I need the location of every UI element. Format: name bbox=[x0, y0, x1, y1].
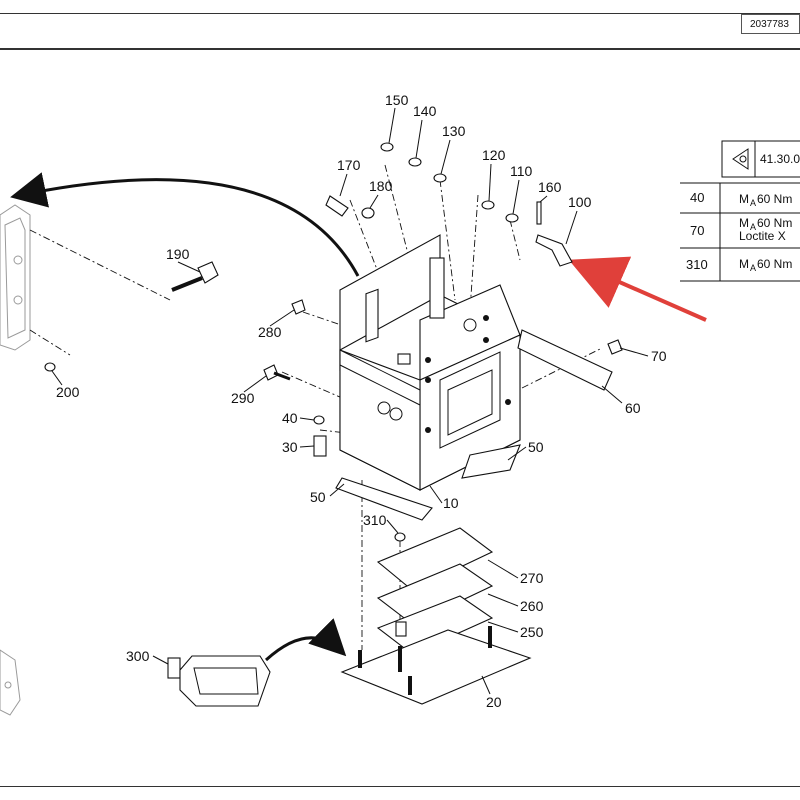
curved-arrow-base bbox=[264, 618, 347, 662]
torque-note: Loctite X bbox=[739, 229, 786, 243]
part-label: 110 bbox=[510, 163, 533, 179]
header-bottom-rule bbox=[0, 48, 800, 50]
part-label: 180 bbox=[369, 178, 393, 194]
part-label: 200 bbox=[56, 384, 80, 400]
torque-spec-subscript: A bbox=[750, 198, 756, 208]
part-label: 10 bbox=[443, 495, 459, 511]
fasteners bbox=[44, 142, 623, 542]
part-label: 300 bbox=[126, 648, 150, 664]
part-label: 60 bbox=[625, 400, 641, 416]
table-reference-code: 41.30.0 bbox=[760, 152, 800, 166]
part-label: 140 bbox=[413, 103, 437, 119]
part-label: 250 bbox=[520, 624, 544, 640]
torque-spec-symbol: M bbox=[739, 216, 749, 230]
part-label: 170 bbox=[337, 157, 361, 173]
part-label: 30 bbox=[282, 439, 298, 455]
coil-300 bbox=[167, 655, 271, 707]
torque-spec-subscript: A bbox=[750, 222, 756, 232]
part-label: 280 bbox=[258, 324, 282, 340]
torque-spec-value: 60 Nm bbox=[757, 216, 792, 230]
leader-lines bbox=[51, 107, 649, 695]
torque-spec-symbol: M bbox=[739, 192, 749, 206]
red-callout-arrow bbox=[568, 256, 707, 322]
eye-inspect-icon bbox=[732, 148, 749, 170]
part-label: 50 bbox=[310, 489, 326, 505]
torque-spec-value: 60 Nm bbox=[757, 192, 792, 206]
part-label: 150 bbox=[385, 92, 409, 108]
part-label: 290 bbox=[231, 390, 255, 406]
shim-50 bbox=[335, 477, 433, 521]
part-label: 160 bbox=[538, 179, 562, 195]
part-label: 120 bbox=[482, 147, 506, 163]
part-label: 50 bbox=[528, 439, 544, 455]
part-label: 190 bbox=[166, 246, 190, 262]
main-frame-assembly bbox=[339, 234, 521, 491]
part-label: 100 bbox=[568, 194, 592, 210]
part-label: 310 bbox=[363, 512, 387, 528]
footer-rule bbox=[0, 786, 800, 787]
part-label: 260 bbox=[520, 598, 544, 614]
part-label: 130 bbox=[442, 123, 466, 139]
part-label: 40 bbox=[282, 410, 298, 426]
part-label: 20 bbox=[486, 694, 502, 710]
torque-table: 41.30.0 40 M A 60 Nm 70 M A 60 Nm Loctit… bbox=[680, 140, 800, 282]
part-labels: 150 140 130 170 180 120 110 160 100 190 … bbox=[56, 92, 667, 710]
part-label: 270 bbox=[520, 570, 544, 586]
curved-arrow-left bbox=[10, 172, 360, 277]
torque-spec-value: 60 Nm bbox=[757, 257, 792, 271]
table-item: 70 bbox=[690, 223, 704, 238]
table-item: 40 bbox=[690, 190, 704, 205]
torque-spec-symbol: M bbox=[739, 257, 749, 271]
torque-spec-subscript: A bbox=[750, 263, 756, 273]
left-partial-assembly bbox=[0, 204, 31, 716]
plate-60 bbox=[517, 329, 613, 391]
header-top-rule bbox=[0, 13, 800, 14]
part-label: 70 bbox=[651, 348, 667, 364]
table-item: 310 bbox=[686, 257, 708, 272]
board-stack bbox=[340, 527, 532, 705]
